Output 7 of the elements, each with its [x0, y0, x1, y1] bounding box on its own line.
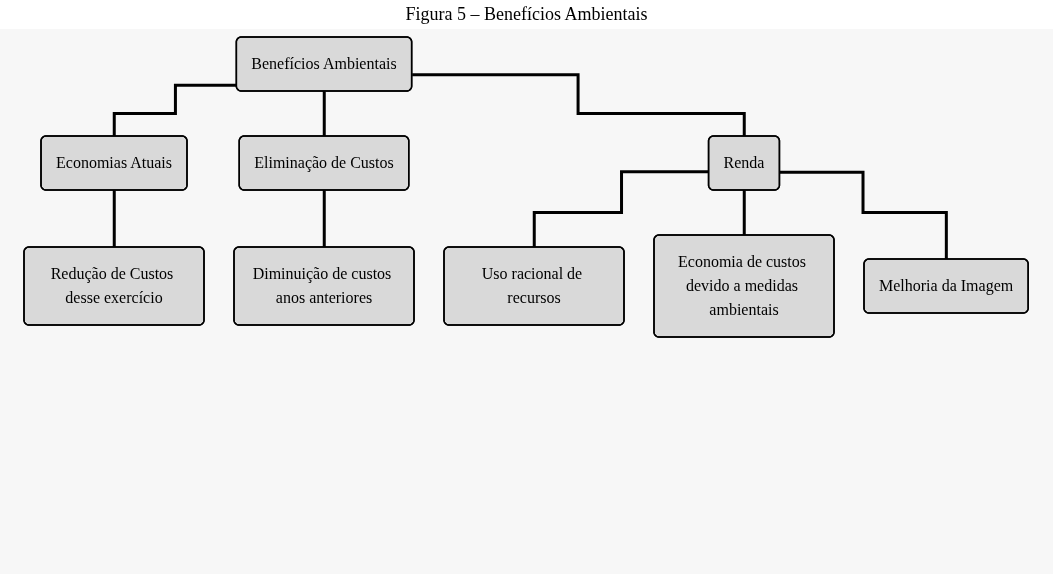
connector: [743, 189, 747, 237]
connector: [412, 73, 747, 138]
connector: [323, 90, 327, 138]
connector: [780, 170, 949, 261]
connector: [113, 189, 117, 249]
connector: [323, 189, 327, 249]
figure-title: Figura 5 – Benefícios Ambientais: [404, 4, 649, 25]
